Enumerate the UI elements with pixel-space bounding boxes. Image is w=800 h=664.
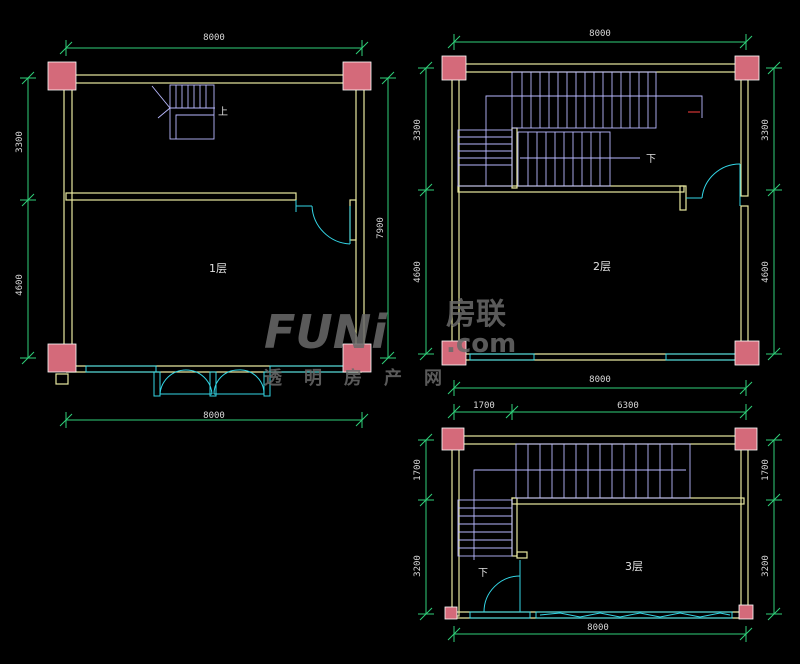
floor2-column [441, 55, 467, 81]
floor3-column [441, 427, 465, 451]
floor3-dim-bottom: 8000 [587, 623, 609, 633]
floor2-plan: 下 8000 8000 3300 4600 3300 4600 2层 [413, 29, 782, 396]
floor2-dim-top: 8000 [589, 29, 611, 39]
floor3-stair [457, 443, 691, 560]
floor3-column [444, 606, 458, 620]
floor1-column [47, 343, 77, 373]
floor3-dim-top-left: 1700 [473, 401, 495, 411]
floor1-column [47, 61, 77, 91]
floor2-door [686, 163, 741, 206]
watermark: FUNi 房联 .com 透明房产网 [264, 297, 516, 389]
floor3-column [734, 427, 758, 451]
floor2-column [734, 340, 760, 366]
floor2-column [734, 55, 760, 81]
floor1-door [295, 200, 351, 245]
floor2-dim-left-upper: 3300 [413, 119, 423, 141]
floor3-stair-mark: 下 [478, 568, 488, 579]
floor1-dim-top: 8000 [203, 33, 225, 43]
floor1-dim-left-lower: 4600 [15, 274, 25, 296]
floor1-dim-right-total: 7900 [376, 217, 386, 239]
floor1-dim-left-upper: 3300 [15, 131, 25, 153]
floor3-windows [469, 611, 733, 619]
floor3-dim-right-lower: 3200 [761, 555, 771, 577]
floor1-column [342, 343, 372, 373]
floor2-room-label: 2层 [593, 260, 611, 273]
floor2-dim-left-lower: 4600 [413, 261, 423, 283]
floor1-room-label: 1层 [209, 262, 227, 275]
floor2-dim-bottom: 8000 [589, 375, 611, 385]
floor3-dim-left-upper: 1700 [413, 459, 423, 481]
watermark-logo-com: .com [446, 329, 516, 359]
floor3-dim-left-lower: 3200 [413, 555, 423, 577]
floor1-stair [151, 84, 215, 140]
floor1-dimension-lines [20, 40, 396, 428]
floor3-column [738, 604, 754, 620]
floor1-column [342, 61, 372, 91]
floor1-stair-mark: 上 [218, 106, 228, 118]
floor1-plan: 上 8000 8000 3300 [15, 33, 396, 428]
floor1-corner-detail [55, 373, 69, 385]
watermark-logo: FUNi [264, 305, 388, 359]
floor3-door [483, 560, 521, 613]
floor2-stair-mark: 下 [646, 154, 656, 165]
floor3-dim-right-upper: 1700 [761, 459, 771, 481]
watermark-tagline: 透明房产网 [264, 367, 464, 389]
floor1-dim-bottom: 8000 [203, 411, 225, 421]
floor2-dim-right-upper: 3300 [761, 119, 771, 141]
floor2-dimension-lines [418, 34, 782, 396]
watermark-logo-cn: 房联 [446, 297, 506, 332]
floor3-plan: 下 1700 6300 8000 1700 3200 1700 3200 3层 [413, 401, 782, 642]
floor2-column [441, 340, 467, 366]
floor2-dim-right-lower: 4600 [761, 261, 771, 283]
floor3-room-label: 3层 [625, 560, 643, 573]
floor3-dim-top-right: 6300 [617, 401, 639, 411]
floor3-dimension-lines [418, 404, 782, 642]
floor2-stair [457, 71, 703, 187]
